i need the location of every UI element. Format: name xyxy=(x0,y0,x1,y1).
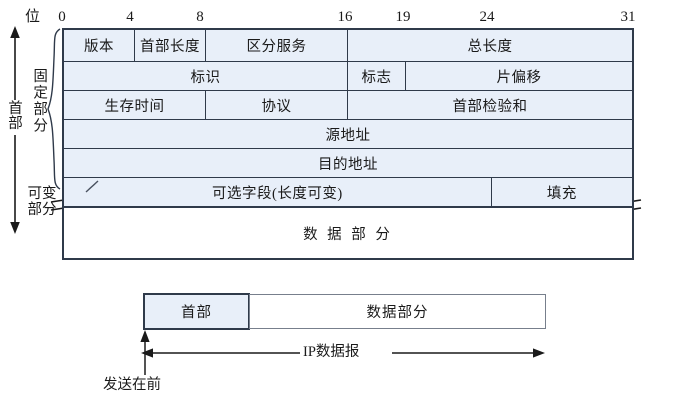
side-label-variable-line2: 部分 xyxy=(27,202,57,219)
side-label-fixed-part: 固定部分 xyxy=(30,68,47,138)
table-row: 目的地址 xyxy=(64,149,632,178)
first-sent-arrow xyxy=(140,330,150,375)
field-source-address-label: 源地址 xyxy=(325,127,371,144)
field-options-label: 可选字段(长度可变) xyxy=(212,185,343,202)
field-fragment-offset-label: 片偏移 xyxy=(496,69,542,86)
datagram-header-box-label: 首部 xyxy=(181,305,212,321)
bit-tick-4: 4 xyxy=(126,9,134,25)
table-row: 源地址 xyxy=(64,120,632,149)
field-protocol: 协议 xyxy=(206,91,348,119)
variable-length-tick-icon xyxy=(85,180,99,193)
field-flags: 标志 xyxy=(348,62,406,90)
field-fragment-offset: 片偏移 xyxy=(406,62,632,90)
field-payload: 数 据 部 分 xyxy=(64,208,632,258)
break-mark-left-icon xyxy=(50,199,65,211)
field-flags-label: 标志 xyxy=(361,69,392,86)
bit-tick-16: 16 xyxy=(337,9,353,25)
field-version-label: 版本 xyxy=(84,39,114,55)
bit-tick-8: 8 xyxy=(196,9,204,25)
field-destination-address: 目的地址 xyxy=(64,149,632,177)
fixed-part-brace xyxy=(47,28,61,190)
field-source-address: 源地址 xyxy=(64,120,632,148)
table-row: 生存时间 协议 首部检验和 xyxy=(64,91,632,120)
field-padding: 填充 xyxy=(492,178,632,206)
bit-tick-24: 24 xyxy=(479,9,495,25)
bit-tick-31: 31 xyxy=(620,9,636,25)
field-version: 版本 xyxy=(64,30,135,61)
field-differentiated-services: 区分服务 xyxy=(206,30,348,61)
field-total-length: 总长度 xyxy=(348,30,632,61)
field-padding-label: 填充 xyxy=(546,185,577,202)
field-protocol-label: 协议 xyxy=(261,98,292,115)
bit-tick-19: 19 xyxy=(395,9,411,25)
datagram-header-box: 首部 xyxy=(143,293,250,330)
table-row: 数 据 部 分 xyxy=(64,207,632,258)
table-row: 标识 标志 片偏移 xyxy=(64,62,632,91)
datagram-data-box-label: 数据部分 xyxy=(366,305,429,321)
side-label-header-text: 首部 xyxy=(8,101,23,133)
field-time-to-live: 生存时间 xyxy=(64,91,206,119)
datagram-span-label: IP数据报 xyxy=(303,344,360,360)
field-total-length-label: 总长度 xyxy=(467,39,513,55)
first-sent-label: 发送在前 xyxy=(103,377,161,393)
field-identification: 标识 xyxy=(64,62,348,90)
table-row: 版本 首部长度 区分服务 总长度 xyxy=(64,30,632,62)
datagram-span-arrow xyxy=(141,348,545,358)
field-payload-label: 数 据 部 分 xyxy=(303,226,393,243)
side-label-variable-part: 可变 部分 xyxy=(22,186,62,218)
field-header-checksum-label: 首部检验和 xyxy=(452,98,528,115)
field-identification-label: 标识 xyxy=(190,69,221,86)
field-header-checksum: 首部检验和 xyxy=(348,91,632,119)
ip-header-table: 版本 首部长度 区分服务 总长度 标识 标志 片偏移 xyxy=(62,28,634,260)
field-differentiated-services-label: 区分服务 xyxy=(246,39,307,55)
field-time-to-live-label: 生存时间 xyxy=(104,98,165,115)
table-row: 可选字段(长度可变) 填充 xyxy=(64,178,632,207)
side-label-fixed-part-text: 固定部分 xyxy=(31,68,48,134)
field-destination-address-label: 目的地址 xyxy=(318,156,378,173)
bit-axis-label: 位 xyxy=(25,9,41,25)
side-label-variable-line1: 可变 xyxy=(27,186,57,202)
field-header-length-label: 首部长度 xyxy=(140,39,200,55)
field-options: 可选字段(长度可变) xyxy=(64,178,492,206)
bit-tick-0: 0 xyxy=(58,9,66,25)
datagram-data-box: 数据部分 xyxy=(249,294,546,329)
side-label-header: 首部 xyxy=(7,100,24,135)
field-header-length: 首部长度 xyxy=(135,30,206,61)
